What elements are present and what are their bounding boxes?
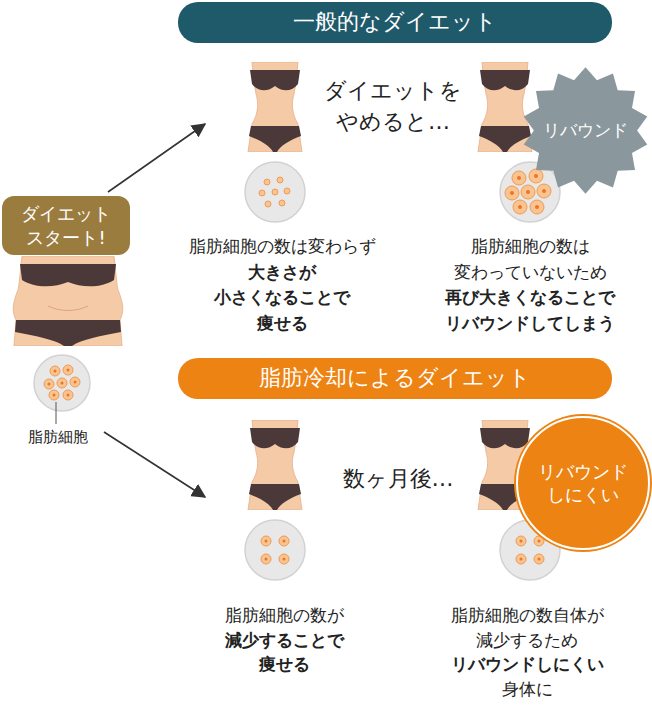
text-line: リバウンド xyxy=(538,460,628,483)
fat-cell-view xyxy=(500,162,560,222)
caption-text: 脂肪細胞の数は 変わっていないため 再び大きくなることで リバウンドしてしまう xyxy=(445,234,615,336)
text-line: ダイエットを xyxy=(324,76,462,107)
caption-text: 脂肪細胞の数自体が 減少するため リバウンドしにくい 身体に xyxy=(451,603,604,702)
title-band: 脂肪冷却によるダイエット xyxy=(178,358,612,399)
text-line: 再び大きくなることで xyxy=(445,285,615,311)
node-text: ダイエット スタート! xyxy=(21,202,111,249)
flow-arrow xyxy=(104,432,205,497)
body-figure xyxy=(248,62,302,152)
transition-note: ダイエットを やめると… xyxy=(324,76,462,138)
text-line: 脂肪細胞の数自体が xyxy=(451,603,604,628)
start-badge: ダイエット スタート! xyxy=(2,196,130,255)
flow-arrow xyxy=(108,124,205,192)
text-line: 大きさが xyxy=(189,260,376,286)
text-line: リバウンドしにくい xyxy=(451,652,604,677)
text-line: スタート! xyxy=(21,226,111,249)
body-figure xyxy=(248,420,302,510)
fat-cell-view xyxy=(34,355,90,411)
text-line: やめると… xyxy=(324,107,462,138)
text-line: 脂肪細胞の数が xyxy=(225,603,344,628)
text-line: 一般的なダイエット xyxy=(293,8,497,37)
text-line: リバウンドしてしまう xyxy=(445,311,615,337)
title-band: 一般的なダイエット xyxy=(178,2,612,43)
text-line: 小さくなることで xyxy=(189,285,376,311)
text-line: 痩せる xyxy=(225,652,344,677)
text-line: 脂肪細胞の数は変わらず xyxy=(189,234,376,260)
text-line: 脂肪細胞の数は xyxy=(445,234,615,260)
text-line: 変わっていないため xyxy=(445,260,615,286)
text-line: ダイエット xyxy=(21,202,111,225)
transition-note: 数ヶ月後… xyxy=(343,464,454,495)
fat-cell-view xyxy=(245,520,305,580)
burst-badge: リバウンド xyxy=(521,66,650,195)
node-text: リバウンド xyxy=(543,119,628,141)
part-label: 脂肪細胞 xyxy=(28,428,88,448)
body-figure xyxy=(13,256,123,346)
burst-outline xyxy=(524,67,647,194)
text-line: リバウンド xyxy=(543,119,628,141)
text-line: 数ヶ月後… xyxy=(343,464,454,495)
node-text: 脂肪冷却によるダイエット xyxy=(259,364,531,393)
node-text: リバウンド しにくい xyxy=(538,460,628,507)
text-line: しにくい xyxy=(538,483,628,506)
leader-line xyxy=(56,402,57,424)
text-line: 身体に xyxy=(451,677,604,702)
node-text: 一般的なダイエット xyxy=(293,8,497,37)
caption-text: 脂肪細胞の数が 減少することで 痩せる xyxy=(225,603,344,677)
text-line: 減少することで xyxy=(225,628,344,653)
text-line: 減少するため xyxy=(451,628,604,653)
caption-text: 脂肪細胞の数は変わらず 大きさが 小さくなることで 痩せる xyxy=(189,234,376,336)
text-line: 痩せる xyxy=(189,311,376,337)
body-figure xyxy=(478,62,532,152)
result-circle: リバウンド しにくい xyxy=(516,416,650,550)
text-line: 脂肪冷却によるダイエット xyxy=(259,364,531,393)
text-line: 脂肪細胞 xyxy=(28,428,88,448)
fat-cell-view xyxy=(245,162,305,222)
